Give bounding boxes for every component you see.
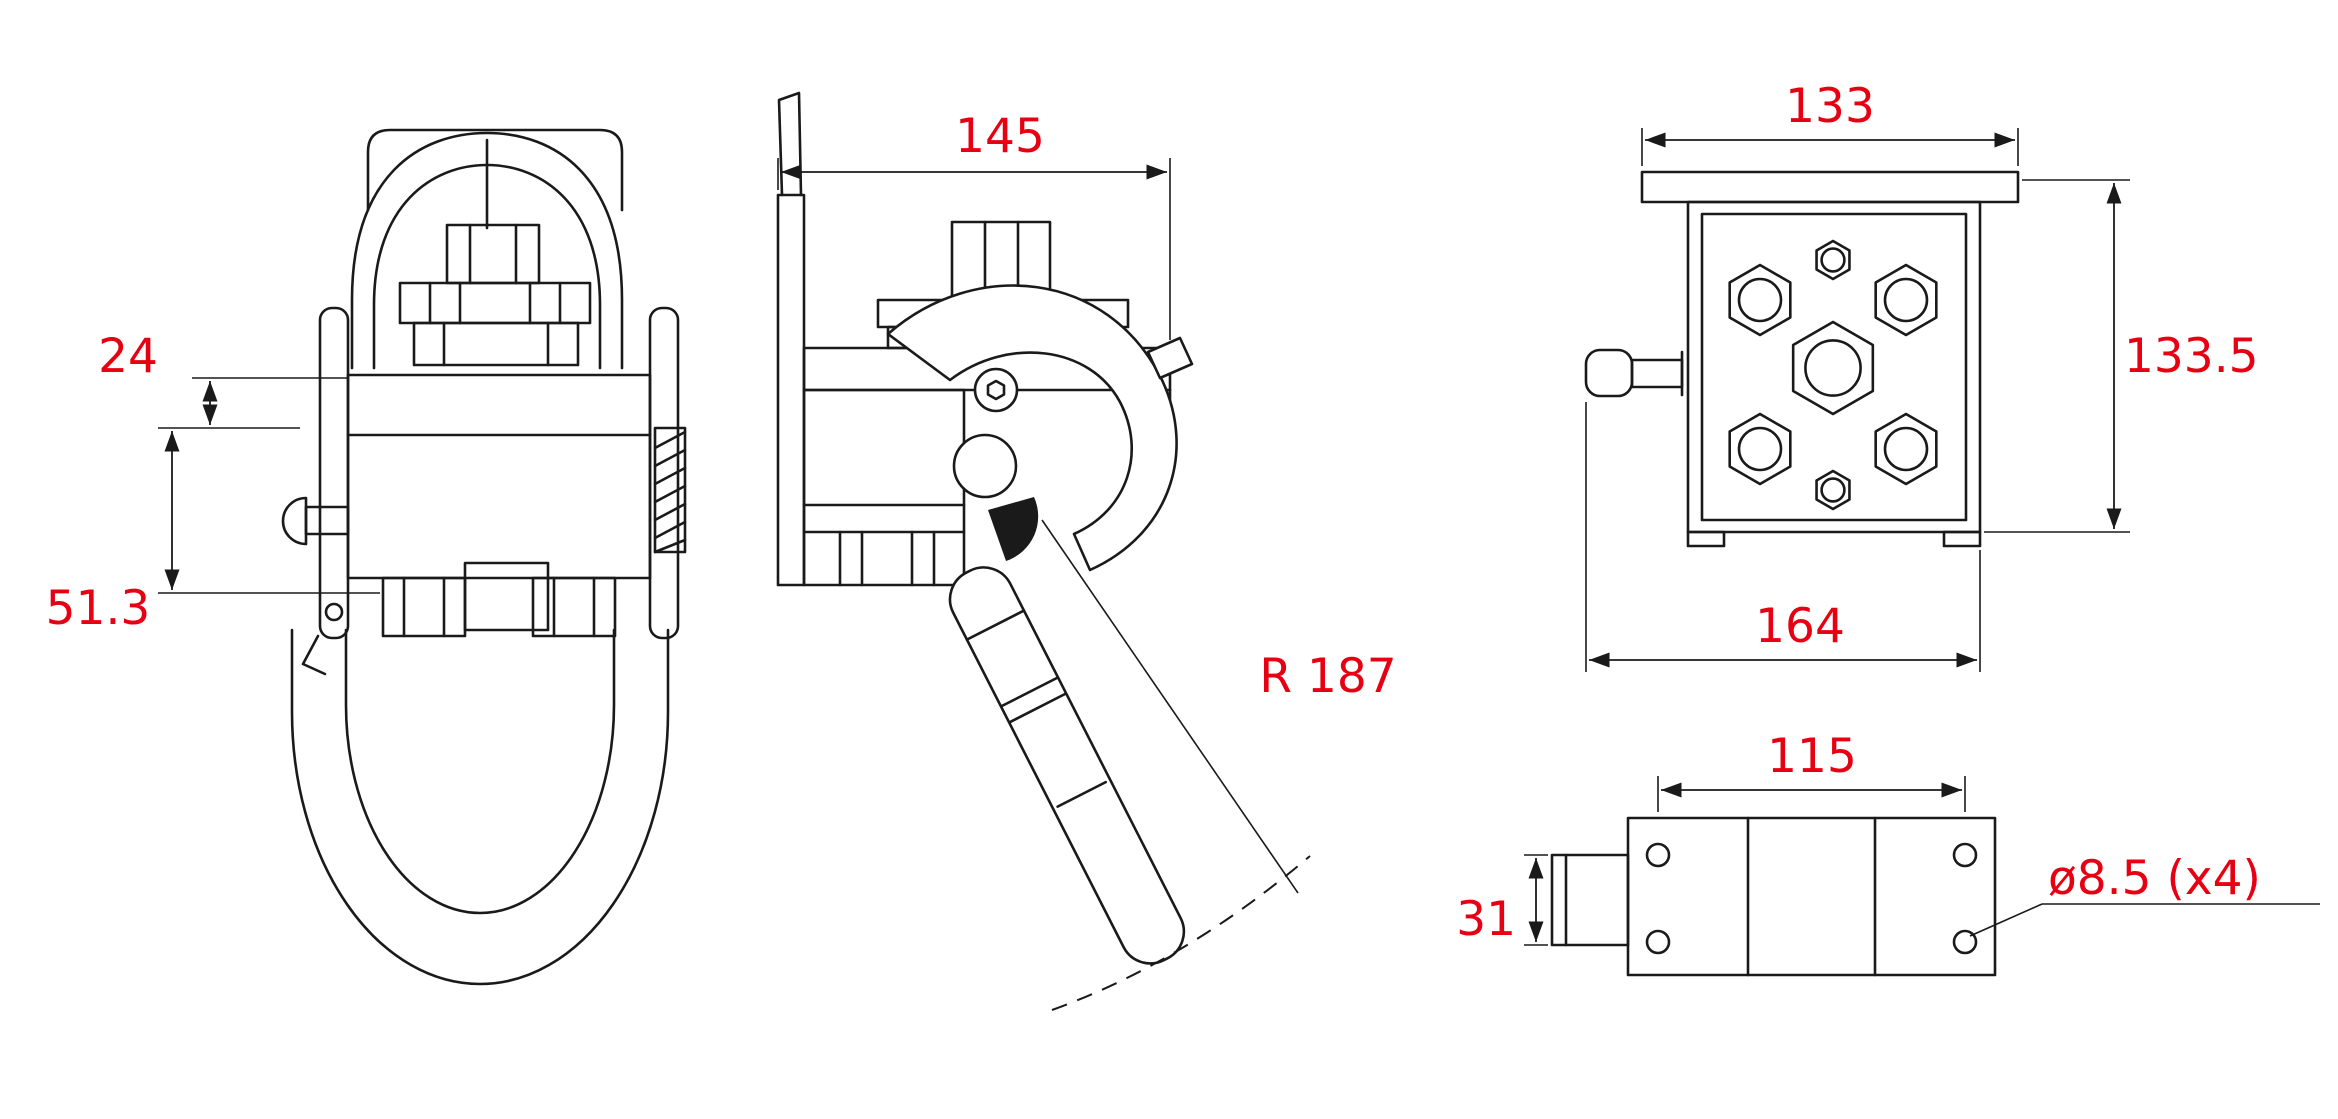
serrated-strip	[653, 426, 687, 554]
ratchet-sector	[988, 497, 1039, 561]
rear-body	[1686, 200, 1982, 548]
rear-side-bolt	[1584, 348, 1684, 398]
dimension-24: 24	[98, 329, 348, 429]
dimension-164: 164	[1585, 402, 1981, 672]
side-view: R 187 145	[776, 91, 1397, 1011]
cam-hook	[886, 284, 1194, 572]
rear-nuts	[1730, 241, 1937, 509]
bolt-holes	[1645, 842, 1978, 955]
dim-label-31: 31	[1456, 892, 1516, 947]
lower-fasteners	[381, 561, 617, 638]
dim-label-164: 164	[1755, 599, 1845, 654]
rear-flange	[1640, 170, 2020, 204]
dim-label-51-3: 51.3	[46, 581, 151, 636]
bolt-hole	[1645, 842, 1671, 868]
bail-outer-arc	[350, 131, 624, 370]
bottom-body	[1550, 816, 1997, 977]
release-knob	[281, 496, 350, 546]
dimension-115: 115	[1657, 729, 1966, 812]
cam-screw	[973, 367, 1019, 413]
hook-latch	[301, 634, 327, 676]
top-fasteners	[398, 223, 592, 367]
mounting-plate-edge	[776, 91, 806, 587]
bottom-view: 115 31 ø8.5 (x4)	[1456, 729, 2320, 977]
corner-nut	[1730, 414, 1791, 484]
dimension-133: 133	[1641, 79, 2019, 166]
bolt-hole	[1952, 929, 1978, 955]
shackle-hook	[290, 628, 670, 986]
cam-claw	[886, 284, 1178, 572]
dim-label-133-5: 133.5	[2124, 329, 2259, 384]
dim-label-133: 133	[1785, 79, 1875, 134]
corner-nut	[1876, 414, 1937, 484]
dimension-31: 31	[1456, 854, 1548, 947]
small-nut	[1817, 241, 1850, 279]
top-bracket	[350, 128, 624, 370]
cam-stop-tab	[1146, 336, 1194, 380]
dimension-51-3: 51.3	[46, 431, 380, 636]
hole-callout: ø8.5 (x4)	[1969, 851, 2320, 937]
corner-nut	[1876, 265, 1937, 335]
bolt-hole	[1952, 842, 1978, 868]
rear-view: 133 133.5 164	[1584, 79, 2259, 672]
pivot-circle	[952, 433, 1018, 499]
dimension-145: 145	[777, 109, 1171, 340]
hook-outer-path	[290, 628, 670, 986]
dim-label-r187: R 187	[1259, 649, 1396, 704]
corner-nut	[1730, 265, 1791, 335]
dim-label-hole-spec: ø8.5 (x4)	[2048, 851, 2261, 906]
swing-radius: R 187	[1041, 519, 1397, 1011]
operating-handle	[948, 566, 1186, 965]
main-body	[346, 373, 652, 580]
dim-label-24: 24	[98, 329, 158, 384]
dim-label-145: 145	[955, 109, 1045, 164]
hook-inner-path	[344, 628, 616, 915]
dimension-133-5: 133.5	[1984, 179, 2259, 533]
front-view: 24 51.3	[46, 128, 687, 986]
bolt-hole	[1645, 929, 1671, 955]
center-nut	[1793, 322, 1873, 414]
dim-label-115: 115	[1767, 729, 1857, 784]
small-nut	[1817, 471, 1850, 509]
